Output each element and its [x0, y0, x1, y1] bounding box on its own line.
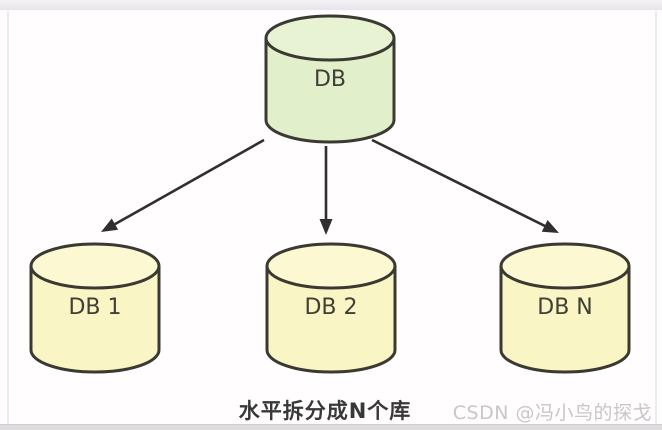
cylinder-top	[29, 242, 161, 290]
bottom-edge-strip	[0, 424, 662, 430]
cylinder-top	[499, 242, 631, 290]
cylinder-top	[265, 242, 397, 290]
edges	[101, 138, 559, 235]
arrow-head	[319, 219, 333, 235]
arrow-line	[371, 138, 548, 228]
arrow-line	[112, 138, 265, 227]
db-node-db2: DB 2	[265, 242, 397, 374]
db-node-db1: DB 1	[29, 242, 161, 374]
db-label: DB 1	[68, 295, 121, 320]
cylinder-top	[264, 14, 396, 62]
csdn-watermark: CSDN @冯小鸟的探戈	[452, 402, 652, 424]
arrow-head	[541, 220, 559, 233]
diagram-caption: 水平拆分成N个库	[238, 399, 412, 423]
arrow-head	[101, 218, 119, 232]
db-label: DB 2	[304, 295, 357, 320]
left-edge-line	[7, 11, 9, 424]
right-edge-line	[655, 11, 657, 424]
db-node-root: DB	[264, 14, 396, 144]
db-label: DB N	[537, 295, 592, 320]
top-edge-strip	[0, 0, 662, 12]
db-node-dbn: DB N	[499, 242, 631, 374]
db-label: DB	[314, 67, 346, 92]
